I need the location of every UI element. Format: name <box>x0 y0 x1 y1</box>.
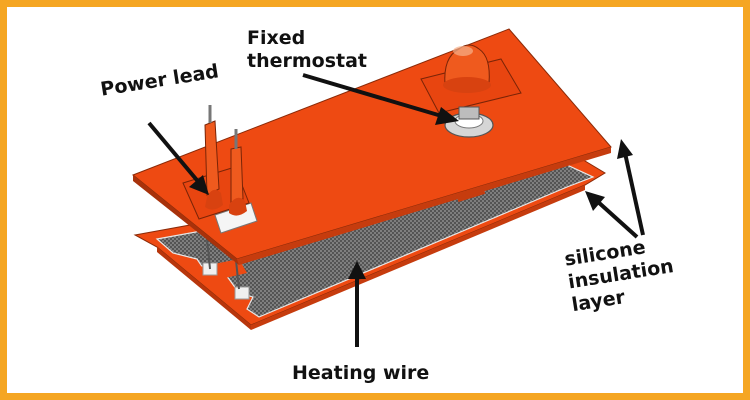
arrowhead-silicone-top <box>617 139 633 159</box>
heating-wire-mesh <box>155 164 595 318</box>
pointer-arrows <box>147 73 645 347</box>
arrow-silicone-top <box>623 152 645 236</box>
arrow-power-lead <box>147 121 203 187</box>
arrowhead-heating-wire <box>348 261 366 279</box>
arrowhead-power-lead <box>189 175 209 195</box>
arrow-fixed-thermostat <box>302 73 446 119</box>
fixed-thermostat-label: Fixed thermostat <box>247 27 367 73</box>
fixed-thermostat-label-line-2: thermostat <box>247 50 368 72</box>
thermostat-assembly <box>420 44 522 138</box>
arrowhead-fixed-thermostat <box>435 107 459 125</box>
heating-wire-label: Heating wire <box>292 362 430 384</box>
heater-assembly-illustration <box>132 28 645 347</box>
arrowhead-silicone-bottom <box>585 191 605 211</box>
fixed-thermostat-label-line-1: Fixed <box>247 27 306 49</box>
power-lead-connector <box>182 105 250 220</box>
arrow-silicone-bottom <box>595 199 639 239</box>
